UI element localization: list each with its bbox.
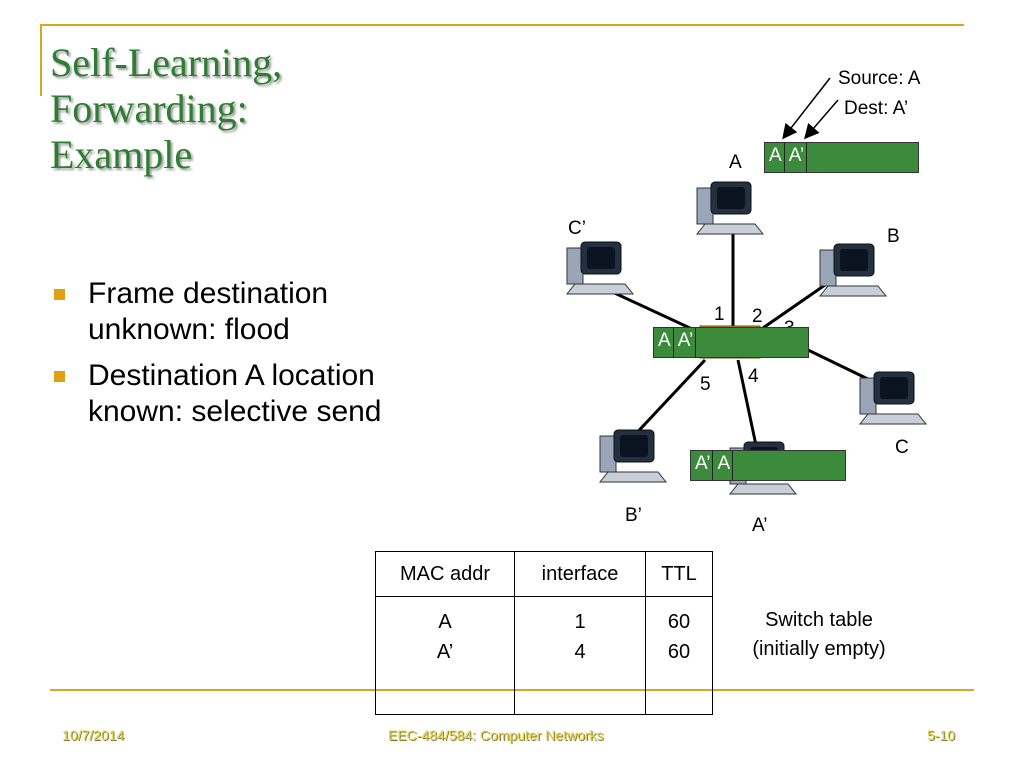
cell-interface: 1 [514,596,646,641]
caption-line-1: Switch table [765,609,873,631]
source-label: Source: A [838,68,921,89]
table-row: A’ 4 60 [375,641,713,669]
frame-bottom: A’ A [690,450,846,481]
cell-ttl: 60 [645,641,713,669]
frame-switch: A A’ [653,327,809,358]
host-label-b-prime: B’ [625,505,642,526]
cell-empty [375,669,515,715]
computer-icon [598,429,668,483]
header-mac-addr: MAC addr [375,551,515,597]
frame-src: A’ [691,451,714,480]
cell-mac: A [375,596,515,641]
bullet-item: Destination A location known: selective … [52,358,382,430]
bullet-list: Frame destination unknown: flood Destina… [52,276,382,440]
bullet-item: Frame destination unknown: flood [52,276,382,348]
computer-icon [565,241,635,295]
dest-arrow [804,99,839,140]
table-row: A 1 60 [375,596,713,641]
computer-icon [695,181,765,235]
bullet-text-line: Frame destination [88,277,329,310]
host-label-c-prime: C’ [568,218,586,239]
host-label-b: B [887,226,900,247]
cell-mac: A’ [375,641,515,669]
square-bullet-icon [54,371,65,382]
cell-empty [514,669,646,715]
link-to-c [807,348,871,382]
port-label-5: 5 [700,374,711,395]
host-label-a-prime: A’ [752,515,768,536]
link-to-a-prime [736,359,759,451]
footer-date: 10/7/2014 [62,727,125,743]
title-line-1: Self-Learning, [50,40,283,85]
link-to-b-prime [628,358,707,442]
frame-dst: A’ [674,328,697,357]
title-line-3: Example [50,132,193,177]
link-to-b [759,283,826,332]
title-line-2: Forwarding: [50,86,248,131]
footer-course: EEC-484/584: Computer Networks [388,727,604,743]
dest-label: Dest: A’ [844,98,909,119]
header-ttl: TTL [645,551,713,597]
port-label-4: 4 [748,366,759,387]
caption-line-2: (initially empty) [752,638,886,660]
top-rule [40,24,964,26]
frame-dst: A’ [785,143,808,172]
footer-page-number: 5-10 [927,727,956,743]
bullet-text-line: Destination A location [88,359,375,392]
bullet-text-line: unknown: flood [88,313,290,346]
switch-table: MAC addr interface TTL A 1 60 A’ 4 60 [375,551,713,715]
cell-empty [645,669,713,715]
frame-src: A [765,143,785,172]
header-interface: interface [514,551,646,597]
computer-icon [858,371,928,425]
computer-icon [818,243,888,297]
switch-table-caption: Switch table (initially empty) [736,606,902,664]
host-label-c: C [895,437,909,458]
frame-src: A [654,328,674,357]
slide-title: Self-Learning, Forwarding: Example [50,40,282,178]
host-label-a: A [729,152,742,173]
port-label-1: 1 [714,304,725,325]
cell-interface: 4 [514,641,646,669]
frame-dst: A [713,451,734,480]
port-label-2: 2 [752,306,763,327]
left-rule [40,24,42,96]
frame-top: A A’ [764,142,919,173]
source-arrow [782,77,831,140]
square-bullet-icon [54,289,65,300]
table-row-empty [375,669,713,715]
cell-ttl: 60 [645,596,713,641]
bullet-text-line: known: selective send [88,395,382,428]
